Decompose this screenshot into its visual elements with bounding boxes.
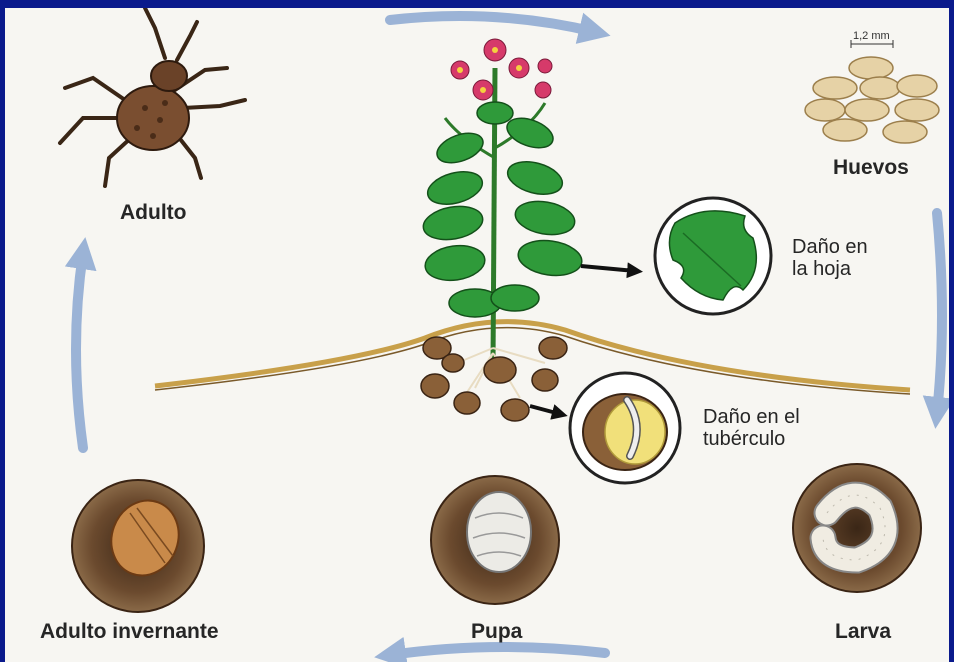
larva-illustration <box>793 464 921 592</box>
cycle-arrow-left <box>76 253 83 448</box>
tuber-damage-line2: tubérculo <box>703 428 800 450</box>
adult-weevil-illustration <box>60 8 245 186</box>
overwintering-adult-illustration <box>72 480 204 612</box>
leaf-damage-label: Daño en la hoja <box>792 236 868 280</box>
cycle-arrow-top <box>390 16 595 32</box>
label-pupa: Pupa <box>471 620 522 644</box>
label-larva: Larva <box>835 620 891 644</box>
frame-top-border <box>0 0 954 8</box>
tuber-damage-illustration <box>570 373 680 483</box>
illustration-svg <box>5 8 949 662</box>
tuber-damage-line1: Daño en el <box>703 406 800 428</box>
potato-plant-illustration <box>421 39 584 421</box>
cycle-arrow-right <box>937 213 942 413</box>
leaf-damage-illustration <box>655 198 771 314</box>
leaf-damage-line1: Daño en <box>792 236 868 258</box>
tuber-damage-label: Daño en el tubérculo <box>703 406 800 450</box>
illustration-canvas: Adulto Huevos 1,2 mm Daño en la hoja Dañ… <box>5 8 949 662</box>
egg-scale-label: 1,2 mm <box>853 30 890 42</box>
tuber-damage-pointer <box>530 406 560 414</box>
pupa-illustration <box>431 476 559 604</box>
leaf-damage-pointer <box>581 266 635 271</box>
cycle-arrow-bottom <box>390 647 605 655</box>
eggs-illustration <box>805 40 939 143</box>
label-eggs: Huevos <box>833 156 909 180</box>
label-adult: Adulto <box>120 201 186 225</box>
frame-right-border <box>949 0 954 662</box>
label-overwintering-adult: Adulto invernante <box>40 620 219 644</box>
leaf-damage-line2: la hoja <box>792 258 868 280</box>
